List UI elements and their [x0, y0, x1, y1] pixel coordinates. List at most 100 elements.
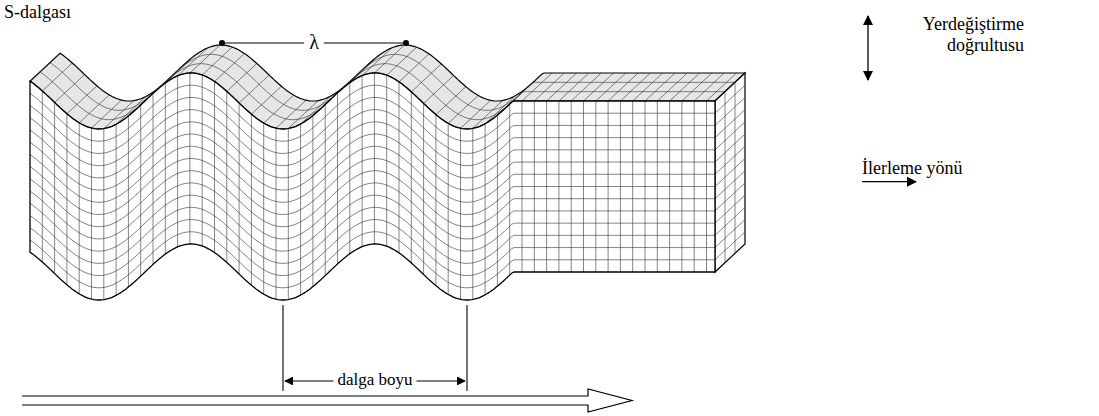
propagation-label: İlerleme yönü — [862, 158, 962, 179]
grid-line — [645, 101, 646, 272]
grid-line — [30, 220, 715, 276]
grid-line — [435, 115, 436, 286]
grid-line — [116, 124, 117, 295]
grid-line — [657, 73, 687, 101]
grid-line — [30, 195, 715, 251]
grid-line — [239, 103, 240, 274]
grid-line — [178, 48, 208, 76]
grid-line — [608, 73, 638, 101]
grid-line — [30, 122, 715, 178]
wave-title: S-dalgası — [4, 2, 71, 23]
grid-line — [596, 73, 626, 101]
grid-line — [30, 110, 715, 166]
grid-line — [715, 110, 745, 138]
grid-line — [79, 95, 109, 123]
wavelength-dot — [219, 40, 225, 46]
grid-line — [42, 91, 43, 262]
displacement-label: Yerdeğiştirme doğrultusu — [874, 14, 1024, 55]
grid-line — [251, 114, 252, 285]
grid-line — [715, 85, 745, 113]
grid-line — [608, 101, 609, 272]
grid-line — [177, 76, 178, 247]
grid-line — [670, 73, 700, 101]
grid-line — [103, 129, 104, 300]
grid-line — [387, 47, 417, 75]
grid-line — [423, 103, 424, 274]
grid-line — [374, 73, 375, 244]
grid-line — [30, 183, 715, 239]
grid-line — [571, 73, 601, 101]
grid-line — [547, 73, 577, 101]
wavelength-line — [222, 43, 304, 44]
grid-line — [386, 75, 387, 246]
grid-line — [263, 123, 264, 294]
front-outline — [30, 73, 715, 300]
grid-line — [595, 101, 596, 272]
grid-line — [362, 48, 392, 76]
grid-line — [30, 159, 715, 215]
grid-line — [620, 73, 650, 101]
grid-line — [583, 101, 584, 272]
grid-line — [633, 73, 663, 101]
grid-line — [497, 115, 498, 286]
grid-line — [30, 53, 60, 81]
grid-line — [189, 73, 190, 244]
direction-arrow — [22, 389, 632, 412]
grid-line — [165, 83, 166, 254]
grid-line — [681, 101, 682, 272]
grid-line — [509, 104, 510, 275]
grid-line — [584, 73, 614, 101]
grid-line — [264, 95, 294, 123]
wavelength-dot — [403, 40, 409, 46]
grid-line — [202, 47, 232, 75]
grid-line — [300, 124, 301, 295]
grid-line — [657, 101, 658, 272]
grid-line — [460, 128, 461, 299]
grid-line — [715, 159, 745, 187]
grid-line — [399, 82, 400, 253]
dimension-arrow — [285, 380, 333, 381]
grid-line — [448, 123, 449, 294]
grid-line — [30, 171, 715, 227]
grid-line — [522, 73, 552, 101]
grid-line — [128, 116, 129, 287]
grid-line — [30, 134, 715, 190]
grid-line — [91, 128, 92, 299]
grid-line — [288, 129, 289, 300]
dimension-arrow — [417, 380, 465, 381]
grid-line — [546, 101, 547, 272]
propagation-arrow — [862, 181, 916, 182]
grid-line — [79, 123, 80, 294]
grid-line — [349, 83, 350, 254]
side-face — [715, 73, 745, 272]
grid-line — [485, 124, 486, 295]
grid-line — [715, 122, 745, 150]
grid-line — [54, 103, 55, 274]
grid-line — [715, 220, 745, 248]
grid-line — [715, 195, 745, 223]
grid-line — [140, 105, 141, 276]
grid-line — [534, 101, 535, 272]
grid-line — [399, 54, 429, 82]
grid-line — [669, 101, 670, 272]
grid-line — [66, 114, 67, 285]
grid-line — [694, 101, 695, 272]
grid-line — [534, 73, 564, 101]
grid-line — [522, 101, 523, 272]
grid-line — [325, 105, 326, 276]
grid-line — [374, 45, 404, 73]
grid-line — [715, 207, 745, 235]
grid-line — [571, 101, 572, 272]
grid-line — [337, 93, 338, 264]
grid-line — [715, 146, 745, 174]
grid-line — [715, 171, 745, 199]
grid-line — [715, 183, 745, 211]
wavelength-symbol: λ — [309, 31, 319, 54]
grid-line — [620, 101, 621, 272]
grid-line — [276, 128, 277, 299]
grid-line — [715, 134, 745, 162]
grid-line — [645, 73, 675, 101]
grid-line — [226, 91, 227, 262]
displacement-arrow — [867, 16, 868, 80]
grid-line — [632, 101, 633, 272]
